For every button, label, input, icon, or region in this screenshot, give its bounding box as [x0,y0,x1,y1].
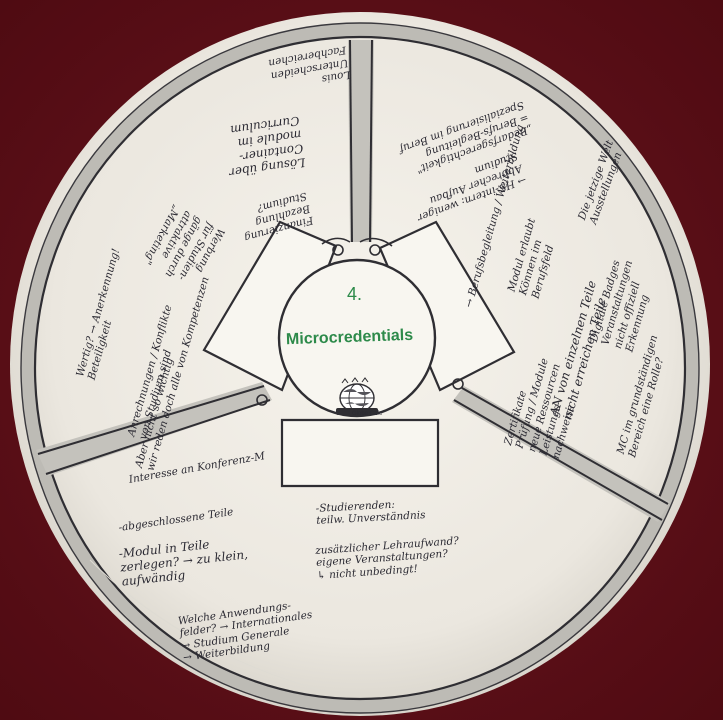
outer-ring [21,23,699,713]
note-top-left-a: Lösung über Container- module im Curricu… [228,113,307,180]
outer-ring-inner-line [33,35,687,701]
spoke-bottom-left [36,382,272,476]
central-circle [277,258,437,418]
globe-cafe-logo-icon [336,377,378,415]
panel-bottom [280,418,440,488]
logo-text: Globe Cafe [352,411,383,417]
title-number: 4. [347,284,363,304]
panel-top-left [202,220,338,392]
outer-ring-outer-line [20,22,700,714]
spoke-top [348,39,374,243]
spoke-bottom-right [452,386,670,522]
paper-fold [89,559,321,691]
hinges [256,237,464,406]
